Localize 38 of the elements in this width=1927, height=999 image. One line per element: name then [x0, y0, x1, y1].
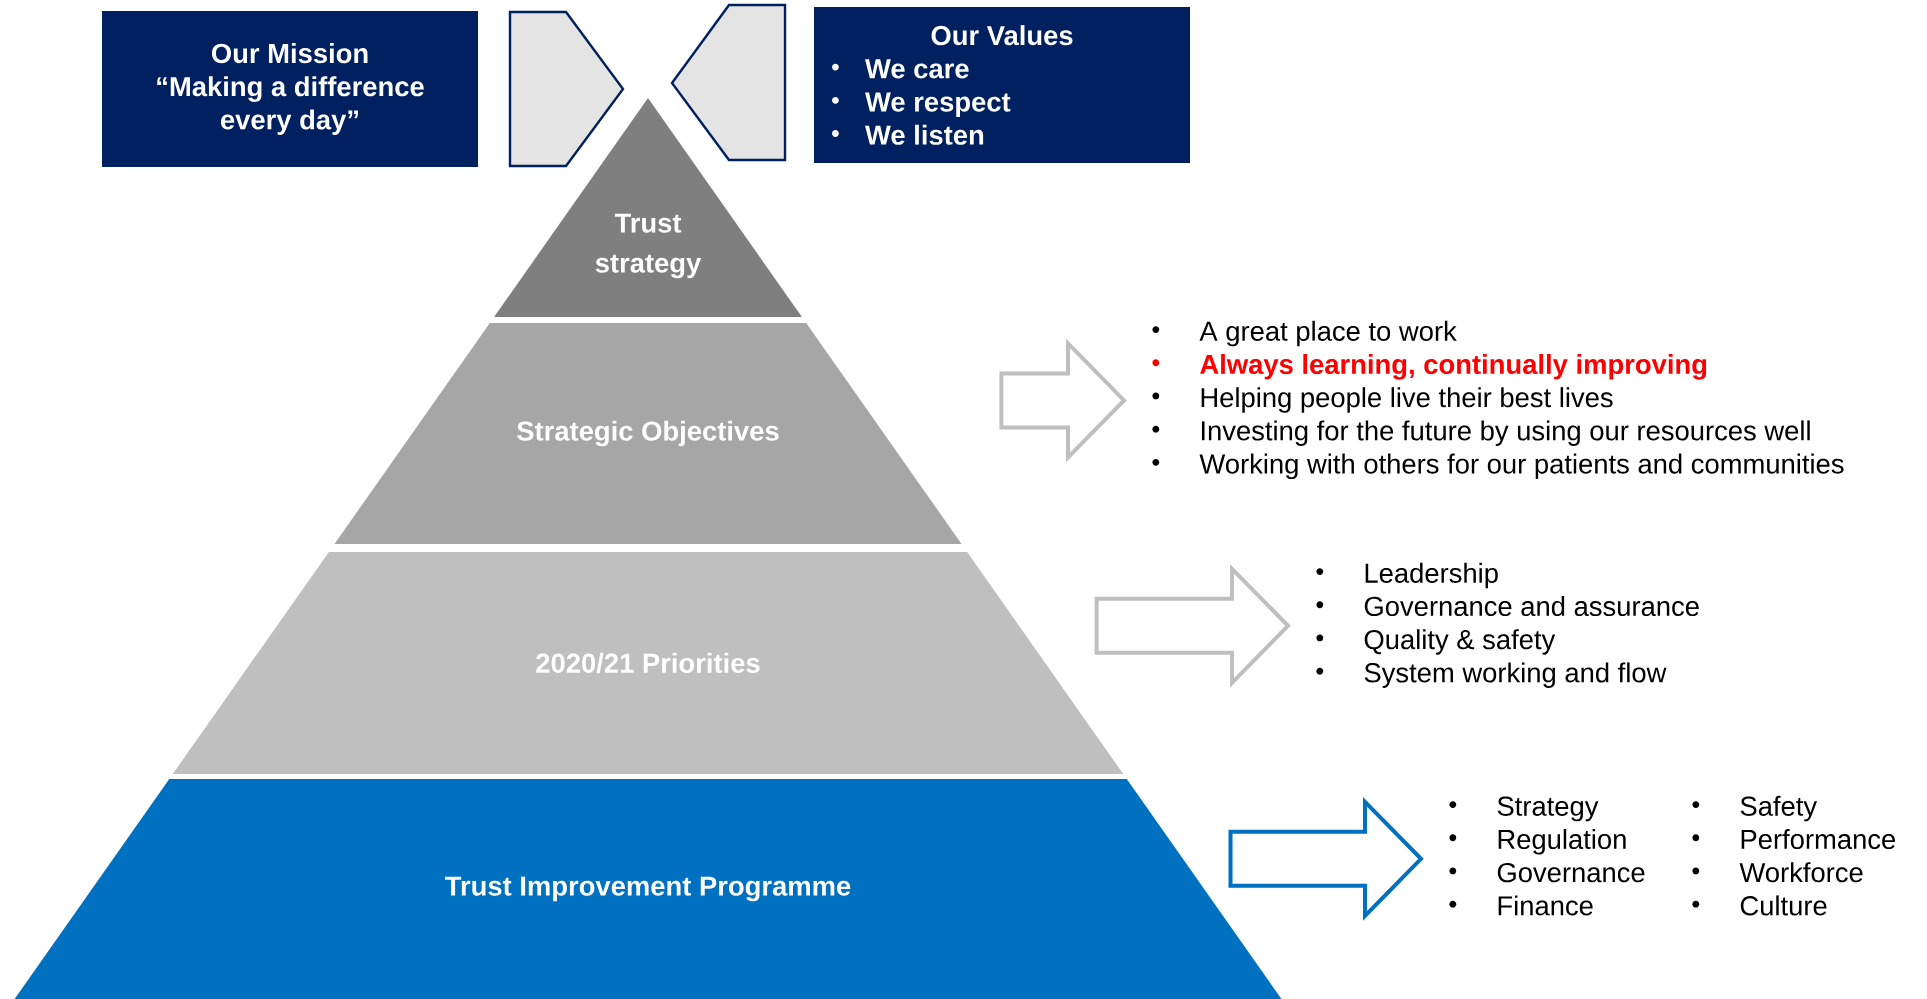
bullet-item: We respect: [832, 92, 1011, 118]
tier-label: 2020/21 Priorities: [536, 652, 760, 674]
block-arrow: [1094, 563, 1291, 688]
mission-box: [102, 11, 478, 167]
pyramid-tier: [172, 552, 1124, 774]
bullet-item: Leadership: [1316, 562, 1498, 589]
pyramid-tier: [494, 98, 802, 317]
tier-label: Trust strategy: [595, 213, 702, 279]
pyramid-tier: [334, 323, 962, 544]
box-heading: Our Values: [931, 25, 1073, 46]
tier-label: Trust Improvement Programme: [445, 876, 851, 902]
bullet-item: Culture: [1692, 895, 1827, 916]
chevron-shape: [670, 3, 787, 162]
pyramid-tier: [14, 779, 1282, 999]
bullet-item: Quality & safety: [1316, 629, 1556, 655]
bullet-item: Safety: [1692, 795, 1818, 822]
bullet-item: Governance: [1449, 862, 1645, 883]
box-heading: Our Mission: [211, 43, 368, 64]
bullet-item: We care: [832, 59, 969, 79]
bullet-item: System working and flow: [1316, 662, 1667, 688]
values-box: [814, 7, 1190, 163]
mission-statement: “Making a difference every day”: [157, 76, 424, 135]
bullet-item: A great place to work: [1152, 320, 1457, 347]
bullet-item: Helping people live their best lives: [1152, 387, 1613, 413]
bullet-item: Workforce: [1692, 862, 1863, 883]
bullet-item: Investing for the future by using our resources well: [1152, 420, 1810, 446]
bullet-item: Performance: [1692, 829, 1896, 850]
tier-label: Strategic Objectives: [517, 420, 779, 447]
bullet-item: We listen: [832, 124, 984, 145]
bullet-item: Always learning, continually improving: [1152, 354, 1707, 380]
bullet-item: Working with others for our patients and communities: [1152, 453, 1844, 480]
bullet-item: Finance: [1449, 895, 1593, 916]
block-arrow: [1228, 796, 1424, 921]
bullet-item: Governance and assurance: [1316, 596, 1699, 617]
chevron-shape: [508, 10, 625, 168]
bullet-item: Strategy: [1449, 796, 1599, 822]
bullet-item: Regulation: [1449, 829, 1626, 855]
block-arrow: [999, 338, 1127, 463]
